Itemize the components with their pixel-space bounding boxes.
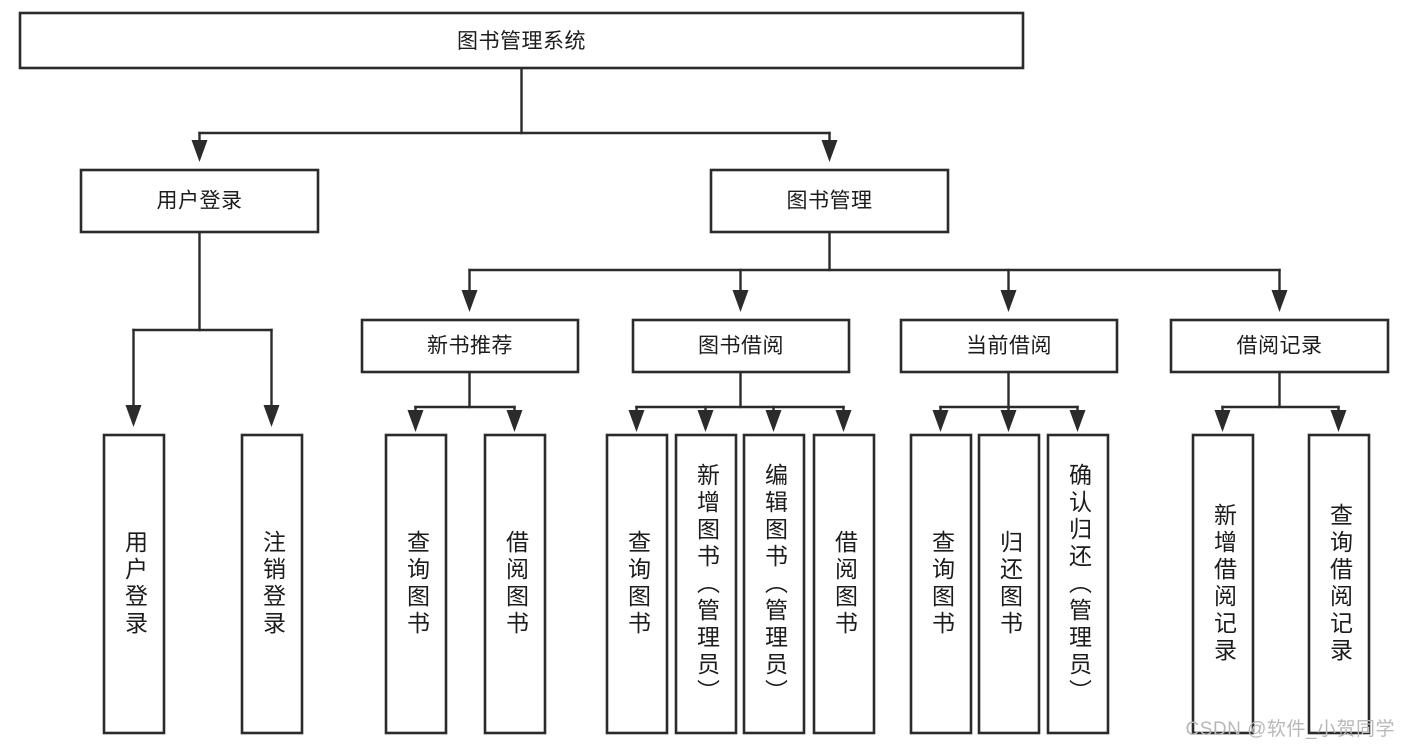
leaf-box-edit-book[interactable] (742, 433, 806, 735)
arrow-to-leaf-return-book (1000, 410, 1017, 432)
arrow-to-book-borrow (732, 290, 749, 312)
node-current-borrow[interactable]: 当前借阅 (899, 318, 1119, 374)
arrow-to-current-borrow (1000, 290, 1017, 312)
node-book-borrow-label: 图书借阅 (698, 335, 784, 358)
node-borrow-record-label: 借阅记录 (1237, 335, 1323, 358)
leaf-box-logout[interactable] (240, 433, 304, 735)
connector-newbook-to-leaves (414, 370, 516, 414)
connector-borrowrecord-to-leaves (1221, 370, 1340, 414)
arrow-to-leaf-add-record (1214, 410, 1231, 432)
leaf-box-borrow-book-a[interactable] (483, 433, 547, 735)
node-user-login[interactable]: 用户登录 (79, 168, 320, 234)
csdn-watermark: CSDN @软件_小贺同学 (1185, 719, 1395, 740)
leaf-box-query-book-c[interactable] (909, 433, 973, 735)
arrow-to-leaf-borrow-book-b (835, 410, 852, 432)
node-root-label: 图书管理系统 (457, 30, 586, 53)
node-book-management[interactable]: 图书管理 (709, 168, 950, 234)
node-book-management-label: 图书管理 (787, 190, 873, 213)
leaf-box-query-record[interactable] (1307, 433, 1371, 735)
arrow-to-user-login (191, 140, 208, 162)
arrow-to-leaf-query-record (1330, 410, 1347, 432)
leaf-box-query-book-b[interactable] (605, 433, 669, 735)
leaf-box-confirm-return[interactable] (1046, 433, 1110, 735)
connector-root-to-level2 (198, 66, 831, 142)
connector-bookborrow-to-leaves (635, 370, 845, 414)
arrow-to-leaf-borrow-book-a (506, 410, 523, 432)
node-new-book-recommend-label: 新书推荐 (427, 335, 513, 358)
node-book-borrow[interactable]: 图书借阅 (631, 318, 851, 374)
node-borrow-record[interactable]: 借阅记录 (1169, 318, 1390, 374)
node-current-borrow-label: 当前借阅 (966, 335, 1052, 358)
arrow-to-leaf-logout (263, 405, 280, 427)
leaf-box-query-book-a[interactable] (384, 433, 448, 735)
arrow-to-book-manage (821, 140, 838, 162)
arrow-to-leaf-query-book-c (932, 410, 949, 432)
arrow-to-leaf-edit-book (765, 410, 782, 432)
arrow-to-leaf-user-login (125, 405, 142, 427)
arrow-to-new-book-recommend (461, 290, 478, 312)
leaf-box-return-book[interactable] (977, 433, 1041, 735)
arrow-to-leaf-query-book-a (407, 410, 424, 432)
connector-currentborrow-to-leaves (939, 370, 1079, 414)
connector-userlogin-to-leaves (132, 230, 273, 407)
arrow-to-leaf-query-book-b (628, 410, 645, 432)
node-root-book-management-system[interactable]: 图书管理系统 (18, 11, 1025, 70)
leaf-box-add-book[interactable] (674, 433, 738, 735)
leaf-box-user-login[interactable] (102, 433, 166, 735)
arrow-to-leaf-confirm-return (1069, 410, 1086, 432)
arrow-to-leaf-add-book (697, 410, 714, 432)
node-new-book-recommend[interactable]: 新书推荐 (360, 318, 580, 374)
leaf-box-borrow-book-b[interactable] (812, 433, 876, 735)
arrow-to-borrow-record (1271, 290, 1288, 312)
connector-bookmanage-to-level3 (468, 230, 1281, 292)
node-user-login-label: 用户登录 (157, 190, 243, 213)
leaf-box-add-record[interactable] (1191, 433, 1255, 735)
